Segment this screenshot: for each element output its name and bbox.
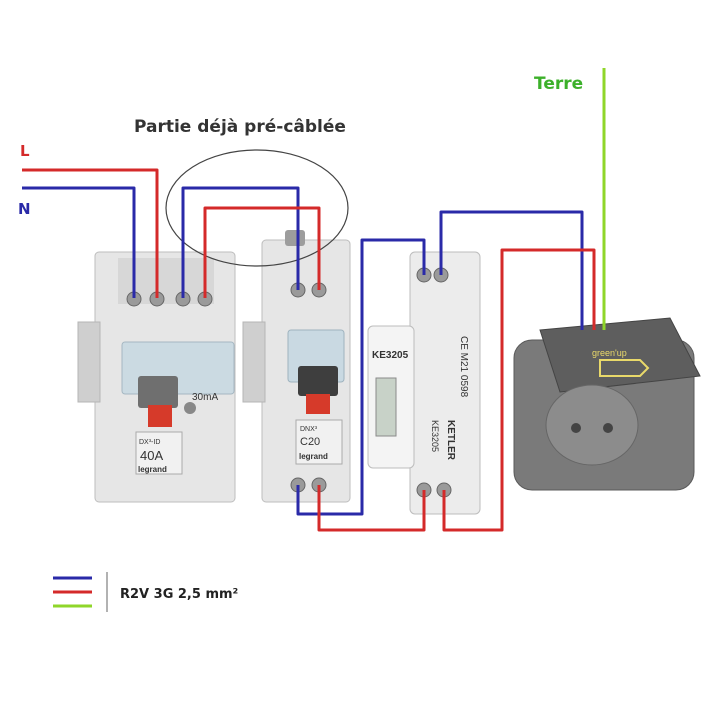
rcd-terminal xyxy=(126,291,213,307)
earth-label: Terre xyxy=(534,74,583,94)
breaker-model: DNX³ xyxy=(300,426,318,433)
rcd-sensitivity: 30mA xyxy=(192,392,218,403)
rcd-rating: 40A xyxy=(140,448,163,463)
legend-cable-label: R2V 3G 2,5 mm² xyxy=(120,587,238,602)
prewired-ellipse xyxy=(165,149,349,267)
phase-prewired-wire xyxy=(203,206,321,298)
breaker-rating: C20 xyxy=(300,436,320,448)
neutral-meter-socket-wire xyxy=(439,210,584,330)
ev-car-icon xyxy=(599,359,650,377)
breaker-module: DNX³ C20 legrand xyxy=(242,230,351,503)
meter-part: KE3205 xyxy=(430,420,440,452)
meter-code: CE M21 0598 xyxy=(458,336,469,398)
breaker-brand: legrand xyxy=(299,452,328,461)
prewired-title: Partie déjà pré-câblée xyxy=(134,117,346,137)
phase-label: L xyxy=(20,142,30,160)
neutral-breaker-meter-wire xyxy=(296,238,426,516)
phase-breaker-meter-wire xyxy=(317,485,426,532)
socket-brand: green'up xyxy=(592,348,627,358)
energy-meter: KE3205 KETLER KE3205 CE M21 0598 xyxy=(367,251,481,515)
rcd-model: DX³-ID xyxy=(139,439,160,446)
phase-meter-socket-wire xyxy=(442,248,596,532)
rcd-brand: legrand xyxy=(138,465,167,474)
phase-feed-wire xyxy=(22,168,159,298)
neutral-label: N xyxy=(18,200,31,218)
neutral-prewired-wire xyxy=(181,186,300,298)
meter-model: KE3205 xyxy=(372,350,409,361)
outdoor-socket: green'up xyxy=(513,317,701,491)
rcd-module: 30mA DX³-ID 40A legrand xyxy=(77,251,236,503)
cable-legend: R2V 3G 2,5 mm² xyxy=(53,572,238,612)
meter-brand: KETLER xyxy=(445,420,456,461)
neutral-feed-wire xyxy=(22,186,136,298)
